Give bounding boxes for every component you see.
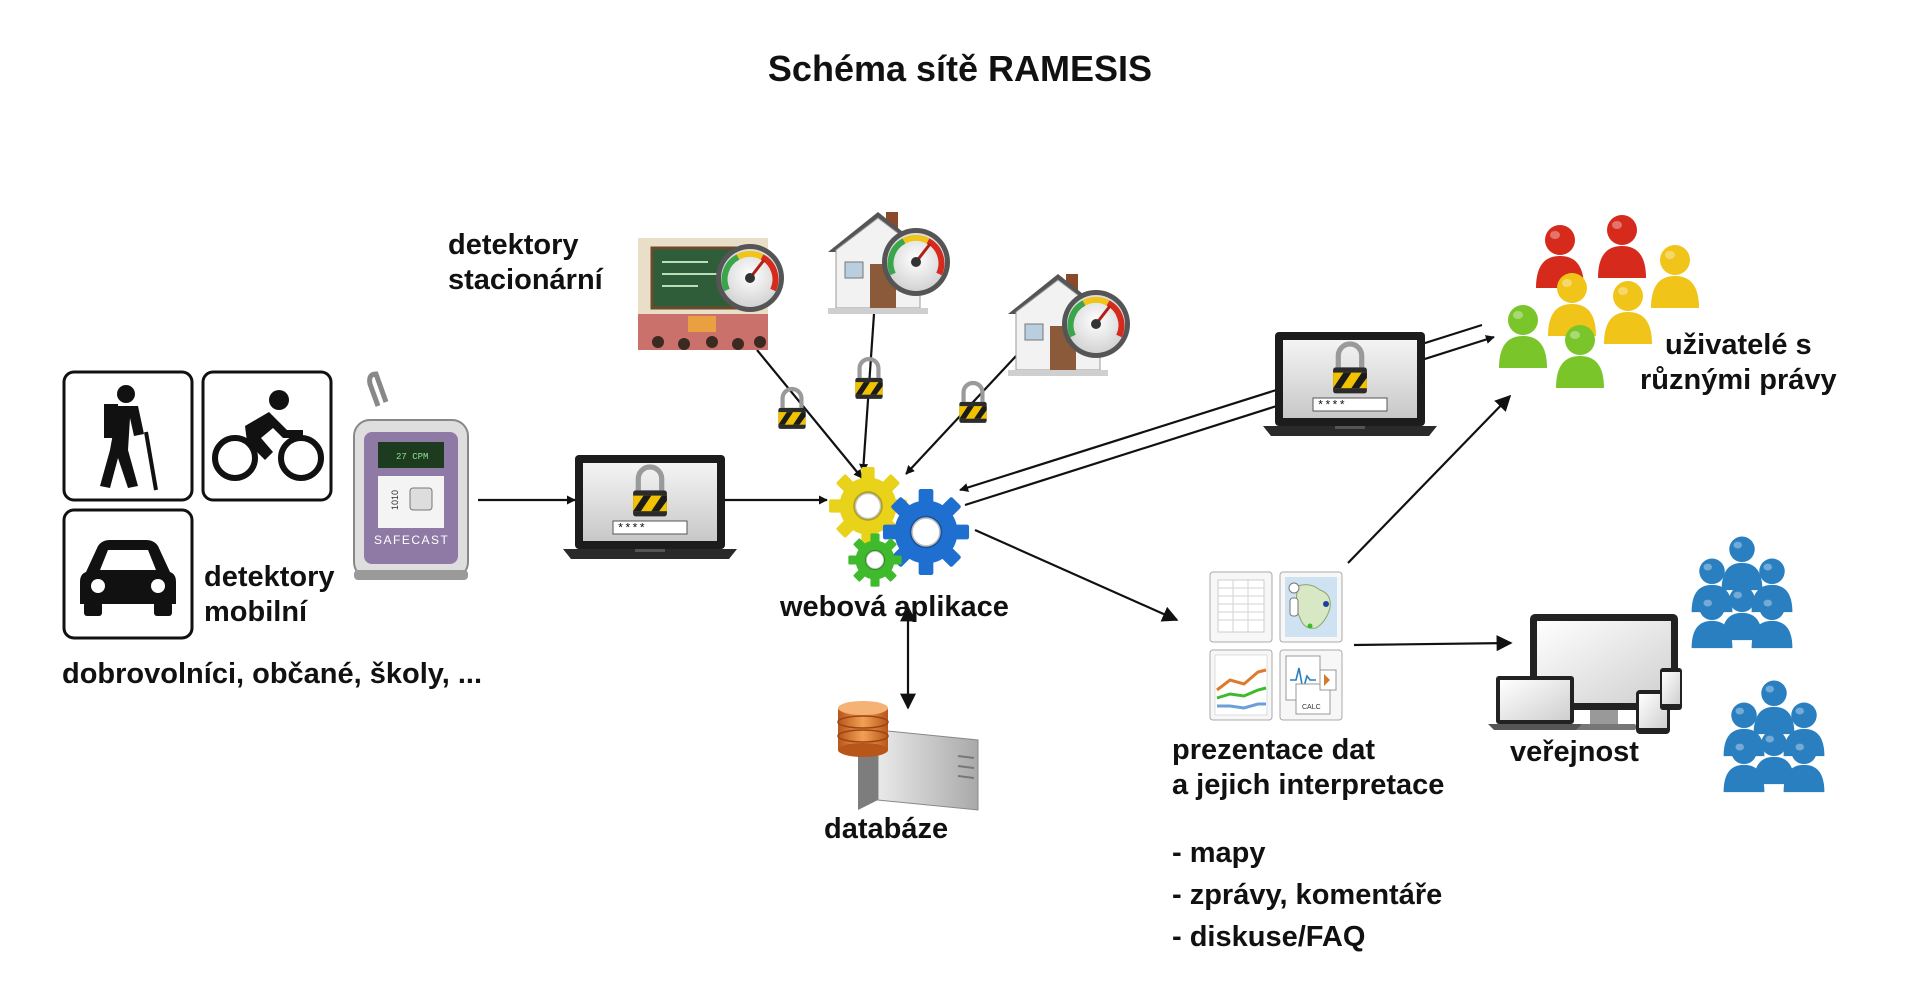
safecast-device-icon: 27 CPM 1010 SAFECAST	[353, 371, 469, 580]
school-gauge-icon	[716, 244, 784, 312]
password-field-mobile: ****	[617, 522, 646, 536]
presentation-items-list: - mapy - zprávy, komentáře - diskuse/FAQ	[1172, 832, 1442, 958]
label-volunteers: dobrovolníci, občané, školy, ...	[62, 658, 483, 690]
arrow-presentation-to-public	[1353, 635, 1513, 652]
documents-calc-label: CALC	[1302, 704, 1321, 711]
label-stationary-detectors: detektory stacionární	[448, 229, 603, 297]
gear-green-icon	[847, 532, 903, 588]
login-laptop-mobile: ****	[563, 455, 737, 559]
padlock-icon-house2	[959, 383, 986, 423]
data-presentation-icons: CALC	[1209, 571, 1343, 721]
label-database: databáze	[824, 813, 949, 845]
documents-icon: CALC	[1279, 649, 1343, 721]
arrow-presentation-to-users	[1347, 394, 1512, 564]
label-public: veřejnost	[1510, 736, 1639, 768]
password-field-users: ****	[1317, 399, 1346, 413]
cyclist-icon	[201, 370, 333, 502]
database-server-icon	[837, 701, 979, 811]
arrow-school-to-webapp	[756, 349, 863, 479]
device-screen-text: 27 CPM	[396, 452, 428, 462]
arrow-webapp-to-presentation	[974, 528, 1179, 622]
login-laptop-users: ****	[1263, 332, 1437, 436]
public-devices-icon	[1488, 614, 1682, 734]
house2-gauge-icon	[1062, 290, 1130, 358]
label-mobile-detectors: detektory mobilní	[204, 561, 335, 629]
hiker-icon	[62, 370, 194, 502]
line-chart-icon	[1209, 649, 1273, 721]
label-web-app: webová aplikace	[780, 591, 1009, 623]
label-presentation: prezentace dat a jejich interpretace	[1172, 734, 1445, 802]
house1-gauge-icon	[882, 228, 950, 296]
padlock-icon-school	[778, 389, 805, 429]
padlock-icon-house1	[855, 359, 882, 399]
list-item: - zprávy, komentáře	[1172, 879, 1443, 912]
car-icon	[62, 508, 194, 640]
device-badge-text: 1010	[390, 490, 400, 510]
webapp-gears-icon	[827, 465, 971, 588]
list-item: - mapy	[1172, 837, 1266, 869]
list-item: - diskuse/FAQ	[1172, 921, 1366, 954]
label-users-with-rights: uživatelé s různými právy	[1640, 329, 1837, 397]
spreadsheet-icon	[1209, 571, 1273, 643]
diagram-title: Schéma sítě RAMESIS	[767, 48, 1153, 89]
device-brand-text: SAFECAST	[374, 533, 449, 547]
map-icon	[1279, 571, 1343, 643]
public-people-icon	[1691, 536, 1825, 793]
